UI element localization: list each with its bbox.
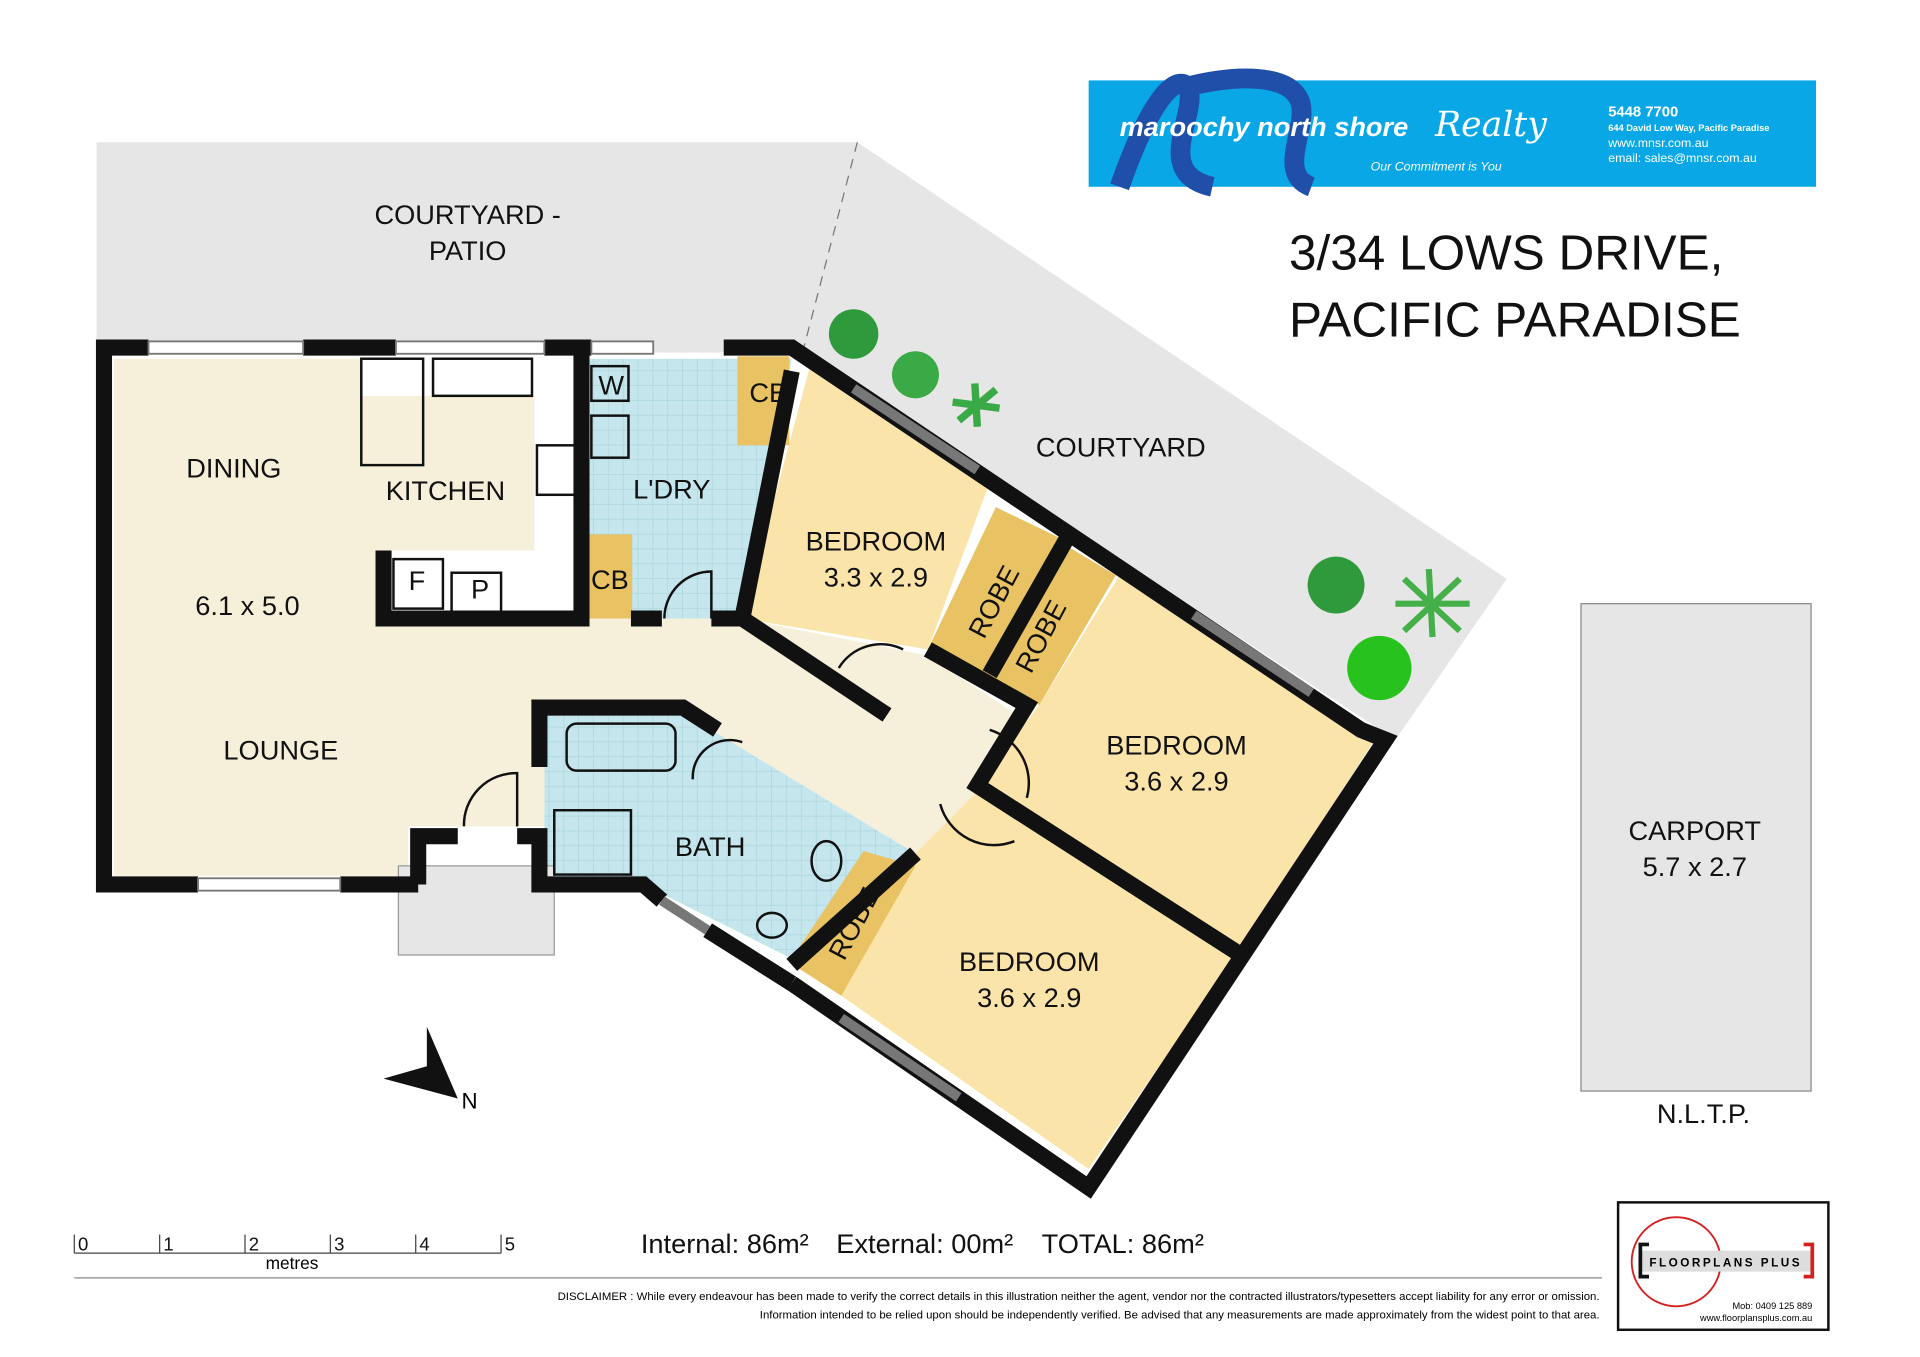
plants — [828, 309, 1470, 701]
cooktop-icon — [535, 444, 581, 497]
svg-text:3: 3 — [334, 1234, 344, 1255]
label-bedroom1: BEDROOM — [806, 525, 947, 556]
svg-text:5: 5 — [505, 1234, 515, 1255]
label-washer: W — [598, 370, 624, 401]
tree-icon — [891, 351, 939, 399]
label-cb-bottom: CB — [591, 564, 629, 595]
bedroom3-floor — [841, 791, 1238, 1169]
agency-tagline: Our Commitment is You — [1371, 160, 1502, 174]
svg-text:2: 2 — [249, 1234, 259, 1255]
porch — [397, 865, 555, 956]
agency-name-script: Realty — [1434, 105, 1547, 145]
label-bedroom1-size: 3.3 x 2.9 — [824, 561, 928, 592]
robe1 — [927, 507, 1061, 677]
agency-email: email: sales@mnsr.com.au — [1608, 151, 1757, 165]
shrub-icon — [1347, 635, 1412, 701]
bath-floor — [544, 711, 916, 959]
walls — [95, 339, 1398, 1199]
svg-text:N: N — [461, 1088, 477, 1113]
courtyard-area — [96, 142, 1507, 740]
draftsman-website: www.floorplansplus.com.au — [1699, 1313, 1812, 1323]
total-area: TOTAL: 86m² — [1042, 1228, 1204, 1259]
label-carport-size: 5.7 x 2.7 — [1643, 851, 1747, 882]
label-courtyard: COURTYARD — [1036, 431, 1206, 462]
agency-logo-icon — [1110, 68, 1316, 197]
label-dining: DINING — [186, 452, 281, 483]
label-bedroom3: BEDROOM — [959, 946, 1100, 977]
label-courtyard-patio-1: COURTYARD - — [374, 199, 560, 230]
laundry-tub-icon — [590, 414, 630, 459]
windows — [147, 340, 1315, 1102]
draftsman-mobile: Mob: 0409 125 889 — [1732, 1301, 1812, 1311]
floorplans-plus-logo: FLOORPLANS PLUS Mob: 0409 125 889 www.fl… — [1616, 1201, 1830, 1332]
agency-website: www.mnsr.com.au — [1607, 136, 1708, 150]
label-living-size: 6.1 x 5.0 — [195, 590, 299, 621]
area-summary: Internal: 86m² External: 00m² TOTAL: 86m… — [641, 1228, 1204, 1259]
fixtures — [360, 357, 1030, 939]
label-bath: BATH — [675, 831, 746, 862]
disclaimer-line1: DISCLAIMER : While every endeavour has b… — [558, 1291, 1600, 1303]
label-nltp: N.L.T.P. — [1657, 1098, 1750, 1129]
tree-icon — [1307, 556, 1365, 614]
disclaimer-line2: Information intended to be relied upon s… — [760, 1310, 1600, 1322]
svg-text:1: 1 — [163, 1234, 173, 1255]
label-bedroom3-size: 3.6 x 2.9 — [977, 982, 1081, 1013]
label-courtyard-patio-2: PATIO — [429, 235, 507, 266]
label-fridge: F — [409, 565, 426, 596]
agency-banner: maroochy north shore Realty Our Commitme… — [1088, 68, 1817, 197]
toilet-icon — [755, 911, 789, 939]
robe2 — [977, 544, 1116, 706]
bedroom1-floor — [742, 364, 990, 650]
label-lounge: LOUNGE — [223, 735, 338, 766]
svg-text:FLOORPLANS PLUS: FLOORPLANS PLUS — [1649, 1257, 1802, 1270]
scale-unit: metres — [266, 1253, 319, 1273]
label-laundry: L'DRY — [633, 474, 710, 505]
carport — [1580, 603, 1812, 1092]
label-bedroom2-size: 3.6 x 2.9 — [1124, 765, 1228, 796]
shower-icon — [553, 809, 633, 876]
label-bedroom2: BEDROOM — [1106, 730, 1247, 761]
palm-icon — [1395, 568, 1470, 638]
label-carport: CARPORT — [1629, 815, 1762, 846]
property-address-line1: 3/34 LOWS DRIVE, — [1289, 226, 1723, 281]
label-kitchen: KITCHEN — [386, 475, 505, 506]
north-arrow-icon: N — [383, 1026, 478, 1113]
bedroom2-floor — [977, 575, 1374, 953]
palm-icon — [952, 383, 1001, 427]
svg-text:0: 0 — [78, 1234, 88, 1255]
external-area: External: 00m² — [836, 1228, 1013, 1259]
label-pantry: P — [471, 574, 489, 605]
basin-icon — [810, 839, 843, 882]
svg-text:4: 4 — [419, 1234, 429, 1255]
agency-phone: 5448 7700 — [1608, 104, 1678, 120]
agency-name: maroochy north shore — [1120, 111, 1409, 142]
property-address-line2: PACIFIC PARADISE — [1289, 292, 1741, 347]
scale-bar: 0 1 2 3 4 5 metres — [73, 1234, 515, 1273]
kitchen-floor — [361, 358, 582, 619]
label-cb-top: CB — [749, 377, 787, 408]
cb-laundry-bottom — [587, 534, 633, 619]
sink-icon — [431, 357, 534, 398]
internal-area: Internal: 86m² — [641, 1228, 809, 1259]
tree-icon — [828, 309, 879, 359]
agency-address: 644 David Low Way, Pacific Paradise — [1608, 123, 1769, 133]
bathtub-icon — [565, 722, 677, 772]
